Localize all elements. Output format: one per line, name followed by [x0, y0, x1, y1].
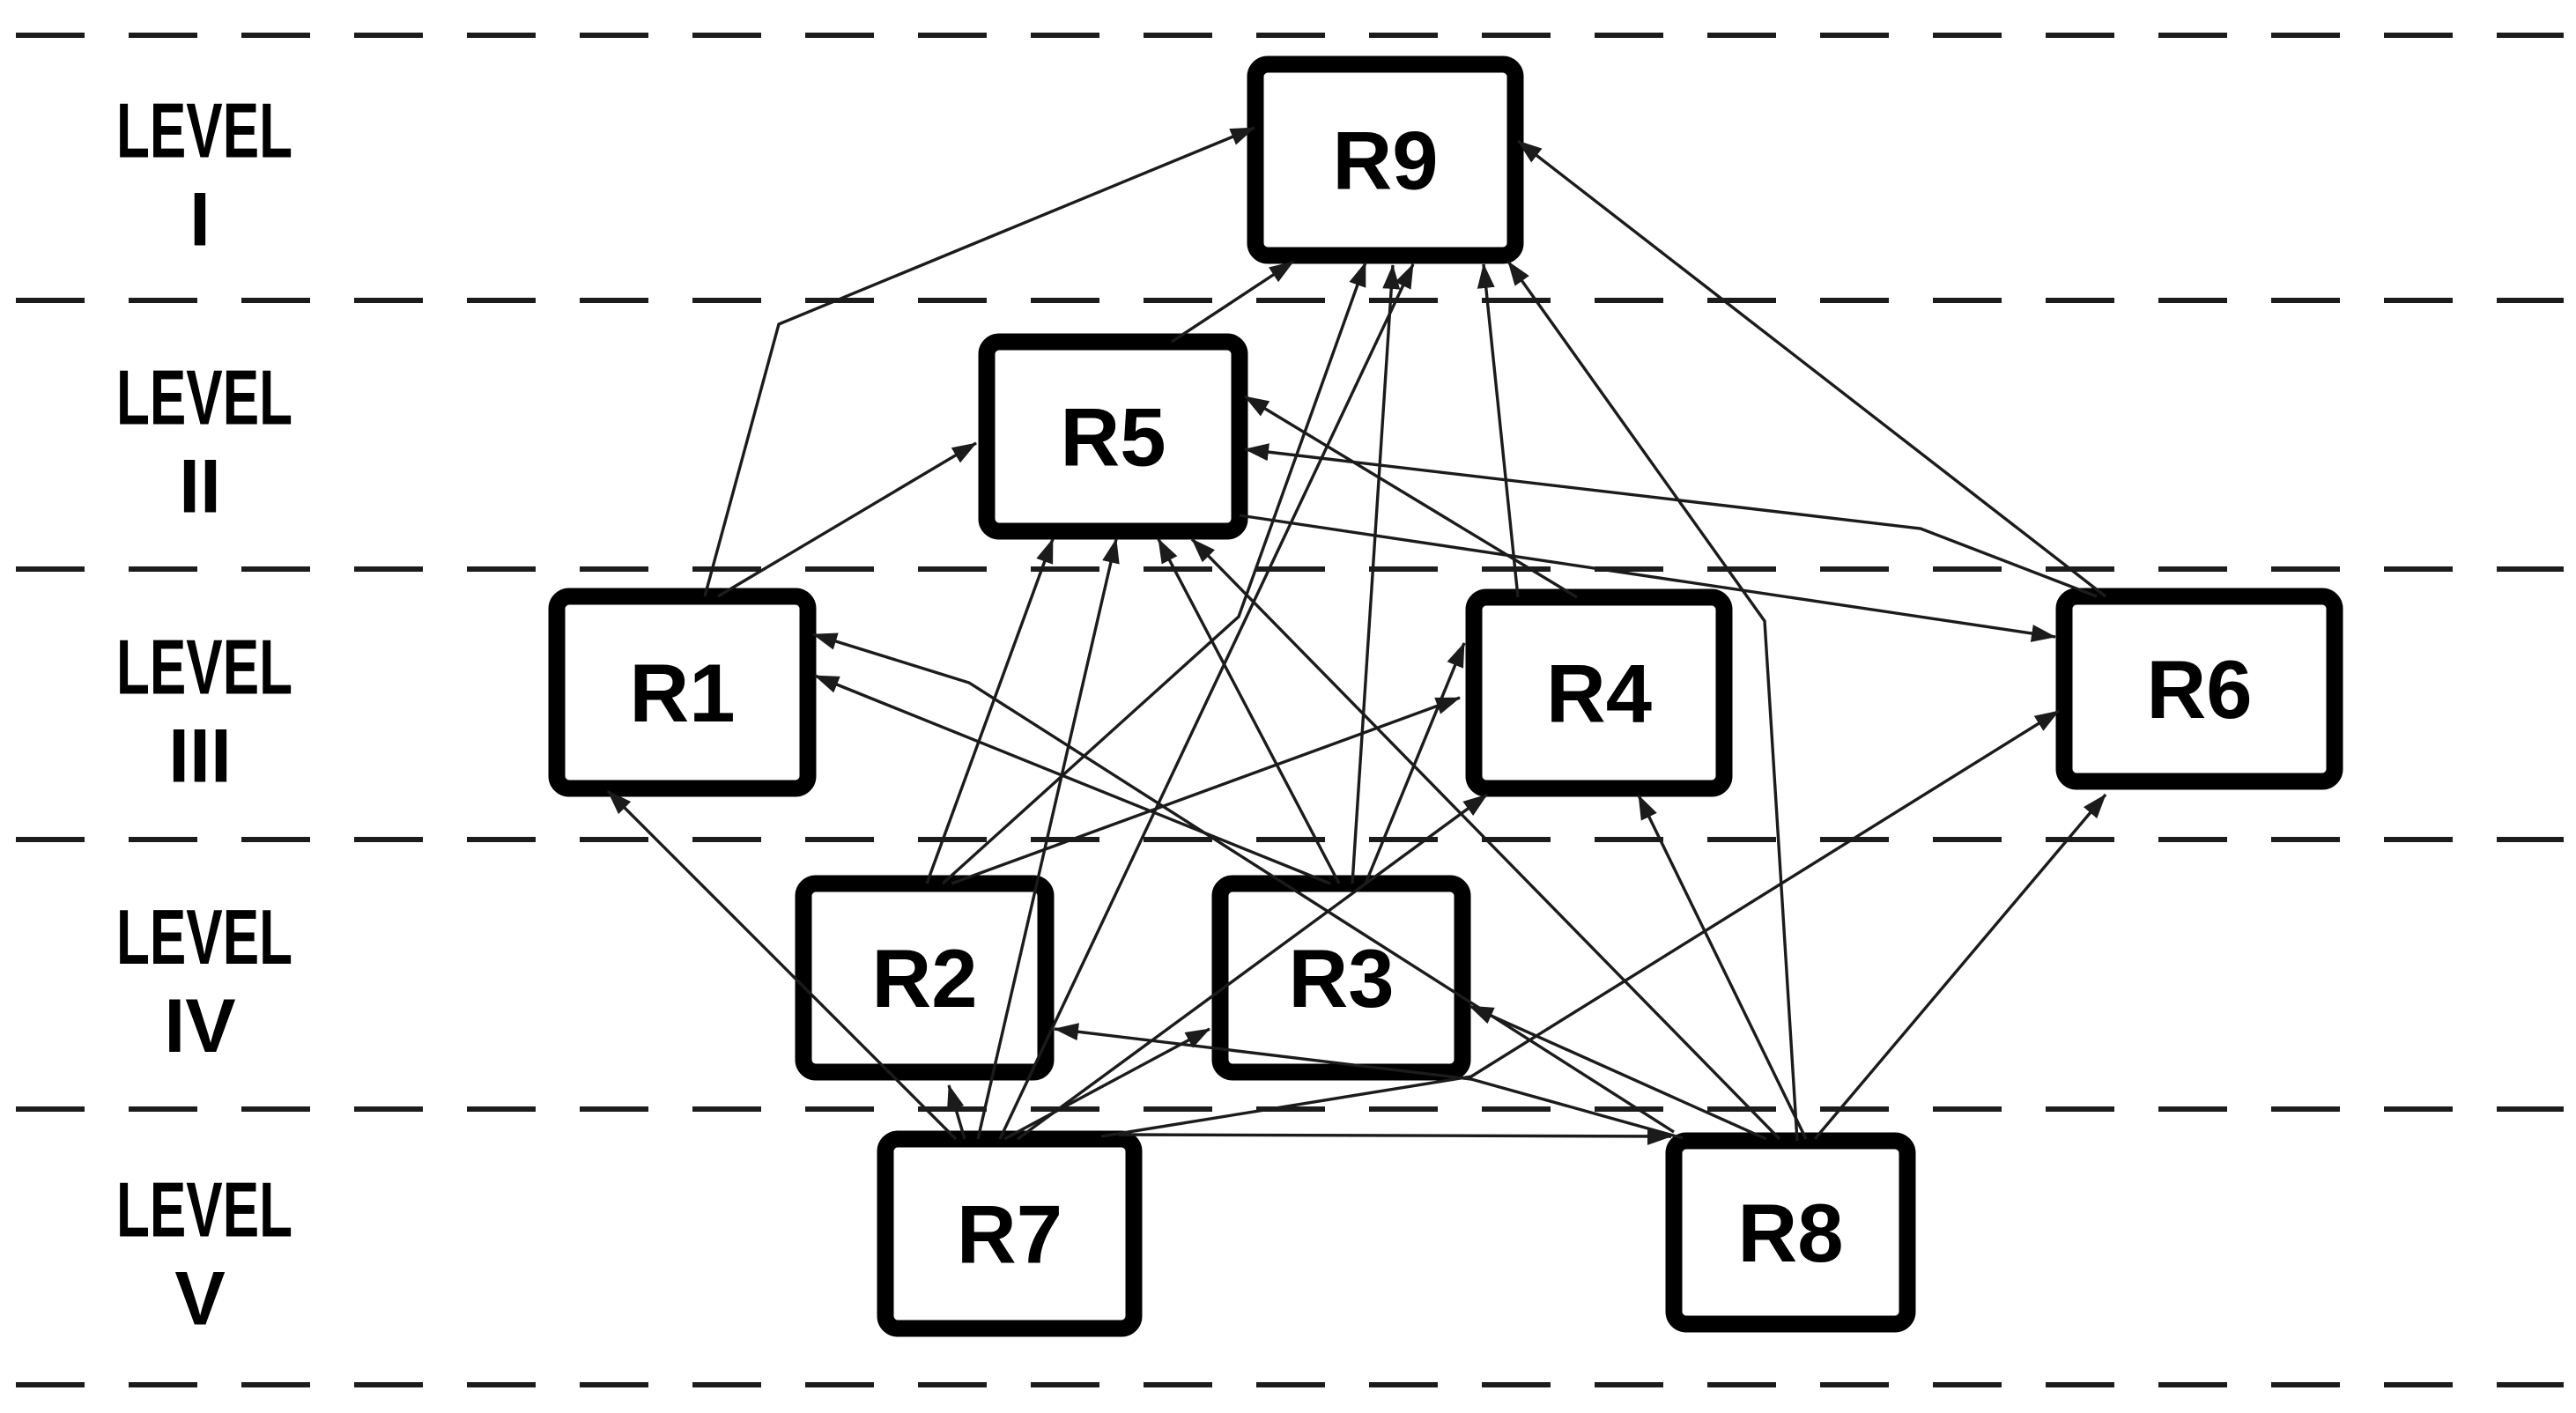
node-label-R8: R8	[1737, 1187, 1843, 1279]
edge-arrows	[606, 126, 2107, 1145]
level-word-V: LEVEL	[116, 1166, 292, 1254]
level-word-II: LEVEL	[116, 354, 292, 441]
edge-R8-R3	[1469, 1004, 1767, 1141]
edge-R8-R6	[1813, 793, 2107, 1141]
edge-R7-R4	[1016, 793, 1489, 1141]
node-label-R3: R3	[1288, 932, 1394, 1025]
edge-R7-R8	[1118, 1127, 1672, 1145]
node-R9	[1247, 55, 1524, 264]
edge-R8-R9	[1506, 261, 1799, 1142]
edge-R8-R2	[1054, 1023, 1684, 1140]
level-numeral-III: III	[168, 714, 232, 799]
node-R6	[2055, 588, 2343, 790]
edge-R7-R9	[998, 263, 1415, 1140]
level-numeral-V: V	[174, 1257, 225, 1342]
node-boxes	[548, 55, 2343, 1337]
edge-R4-R5	[1244, 395, 1578, 599]
level-separators	[16, 33, 2564, 1387]
edge-R2-R5	[925, 538, 1055, 884]
level-word-IV: LEVEL	[116, 893, 292, 980]
edge-R1-R9	[703, 126, 1255, 597]
node-label-R6: R6	[2146, 643, 2252, 736]
edge-R8-R5	[1190, 537, 1781, 1141]
node-label-R9: R9	[1332, 115, 1438, 207]
edge-R8-R4	[1637, 795, 1808, 1140]
edge-R5-R6	[1239, 514, 2056, 642]
node-label-R5: R5	[1060, 391, 1166, 484]
node-R7	[877, 1130, 1143, 1337]
node-R8	[1665, 1132, 1916, 1333]
edge-R5-R9	[1171, 260, 1294, 344]
edge-R3-R4	[1364, 642, 1466, 884]
edge-R7-R2	[947, 1084, 966, 1140]
level-numeral-II: II	[179, 445, 221, 529]
edge-R4-R9	[1477, 263, 1520, 598]
edge-R7-R5	[976, 538, 1120, 1140]
level-word-I: LEVEL	[116, 87, 292, 174]
node-R4	[1465, 588, 1733, 797]
node-label-R1: R1	[629, 647, 735, 739]
node-label-R2: R2	[871, 932, 977, 1025]
node-R5	[978, 333, 1248, 540]
node-label-R7: R7	[957, 1188, 1062, 1281]
edge-R2-R4	[951, 696, 1461, 885]
edge-R3-R9	[1351, 264, 1401, 884]
edge-R8-R1	[812, 633, 1675, 1134]
edge-R2-R9	[941, 262, 1367, 885]
edge-R7-R1	[606, 789, 958, 1141]
edge-R3-R5	[1157, 538, 1341, 884]
edge-R1-R5	[717, 441, 977, 598]
level-numeral-IV: IV	[164, 984, 235, 1069]
edge-R7-R6	[1100, 709, 2060, 1138]
node-R1	[548, 588, 817, 797]
node-label-R4: R4	[1546, 647, 1652, 740]
level-numeral-I: I	[189, 178, 211, 263]
node-R3	[1211, 875, 1471, 1081]
level-word-III: LEVEL	[116, 624, 292, 711]
edge-R7-R3	[1003, 1027, 1210, 1141]
node-R2	[795, 875, 1055, 1081]
edge-R6-R9	[1516, 139, 2107, 598]
edge-R3-R1	[814, 674, 1331, 885]
edge-R6-R5	[1244, 443, 2098, 598]
